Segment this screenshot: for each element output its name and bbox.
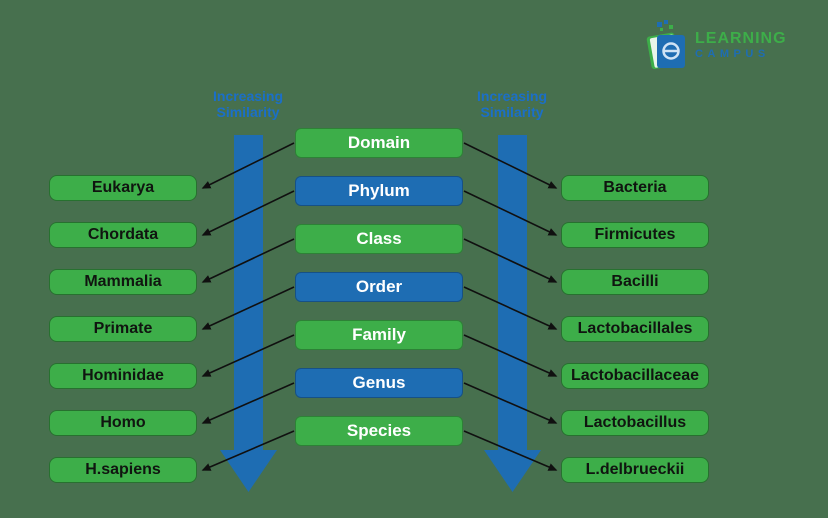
right-taxon-box: Firmicutes — [561, 222, 709, 248]
logo-text: LEARNING CAMPUS — [695, 30, 787, 61]
label-line: Increasing — [212, 88, 284, 104]
left-taxon-box: Eukarya — [49, 175, 197, 201]
right-taxon-box: Lactobacillus — [561, 410, 709, 436]
right-taxon-box: Lactobacillales — [561, 316, 709, 342]
increasing-similarity-label-right: Increasing Similarity — [442, 88, 582, 120]
left-taxon-box: Hominidae — [49, 363, 197, 389]
connector-arrow — [463, 190, 558, 236]
rank-box-species: Species — [295, 416, 463, 446]
connector-arrow — [201, 286, 295, 330]
increasing-similarity-label-left: Increasing Similarity — [178, 88, 318, 120]
rank-box-family: Family — [295, 320, 463, 350]
rank-box-phylum: Phylum — [295, 176, 463, 206]
connector-arrow — [463, 334, 558, 377]
left-taxon-box: Homo — [49, 410, 197, 436]
connector-arrow — [201, 238, 295, 283]
right-taxon-box: Bacilli — [561, 269, 709, 295]
connector-arrow — [463, 430, 558, 471]
label-line: Similarity — [216, 104, 280, 120]
connector-arrow — [463, 238, 558, 283]
left-taxon-box: Mammalia — [49, 269, 197, 295]
logo-wordmark-learning: LEARNING — [695, 29, 787, 47]
connector-arrow — [201, 430, 295, 471]
connector-arrow — [463, 286, 558, 330]
connector-arrow — [463, 142, 558, 189]
similarity-arrow-right — [484, 135, 541, 492]
learning-campus-logo: LEARNING CAMPUS — [645, 18, 805, 72]
rank-box-order: Order — [295, 272, 463, 302]
logo-wordmark-campus: CAMPUS — [695, 47, 770, 60]
connector-arrows — [201, 142, 558, 471]
books-stack-icon — [646, 20, 685, 70]
connector-arrow — [201, 334, 295, 377]
connector-arrow — [201, 142, 295, 189]
label-line: Increasing — [476, 88, 548, 104]
left-taxon-box: Chordata — [49, 222, 197, 248]
right-taxon-box: Lactobacillaceae — [561, 363, 709, 389]
left-taxon-box: H.sapiens — [49, 457, 197, 483]
label-line: Similarity — [480, 104, 544, 120]
similarity-arrow-left — [220, 135, 277, 492]
connector-arrow — [201, 190, 295, 236]
left-taxon-box: Primate — [49, 316, 197, 342]
rank-box-domain: Domain — [295, 128, 463, 158]
connector-arrow — [463, 382, 558, 424]
rank-box-class: Class — [295, 224, 463, 254]
rank-box-genus: Genus — [295, 368, 463, 398]
right-taxon-box: L.delbrueckii — [561, 457, 709, 483]
right-taxon-box: Bacteria — [561, 175, 709, 201]
connector-arrow — [201, 382, 295, 424]
